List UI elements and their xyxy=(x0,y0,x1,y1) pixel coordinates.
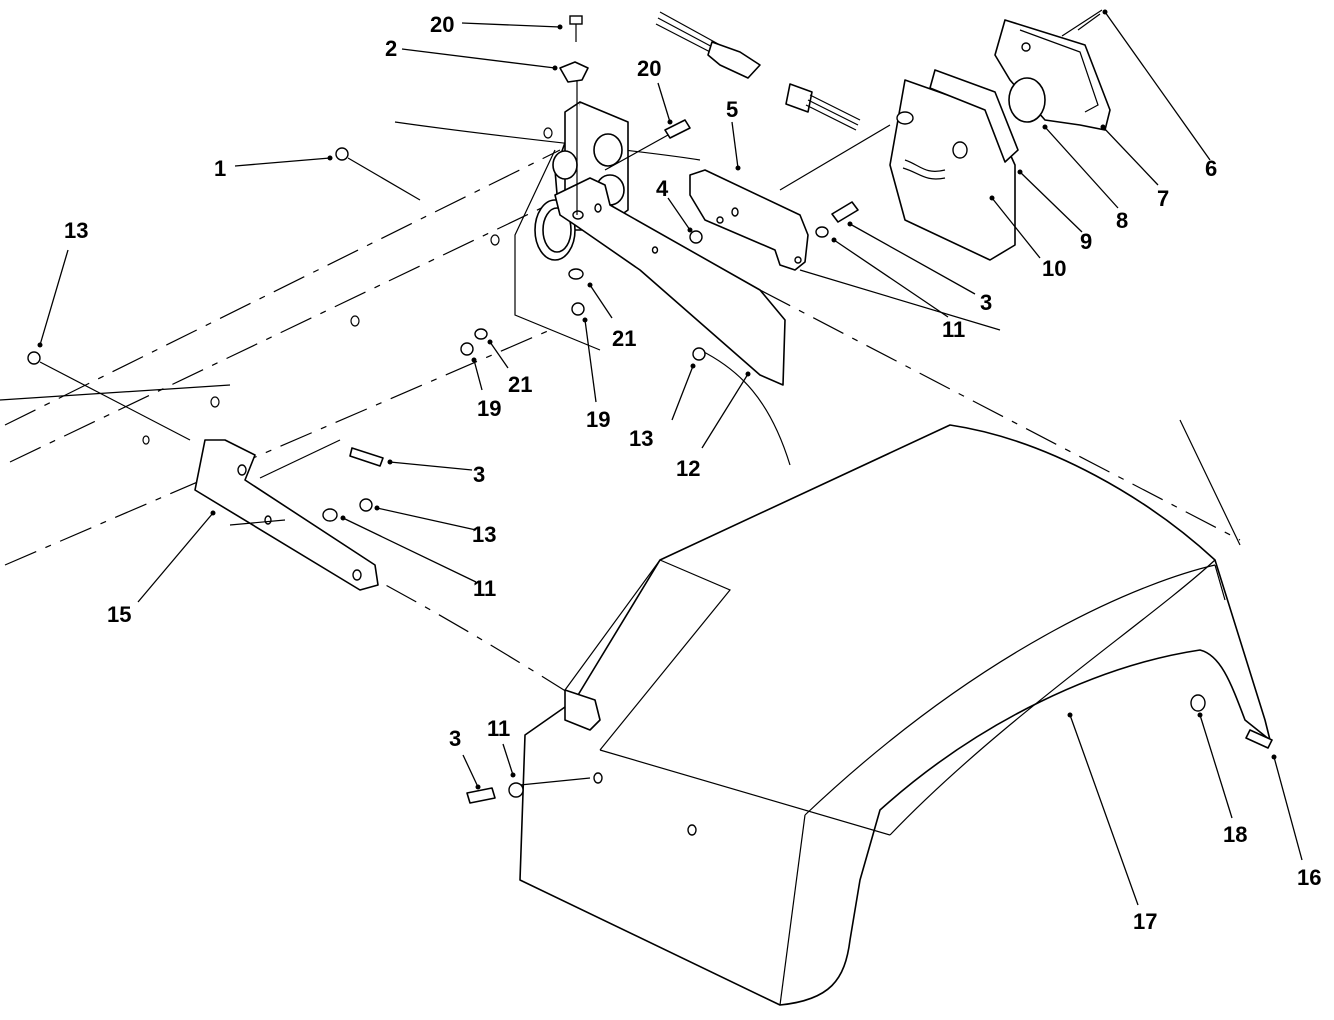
callout-4: 4 xyxy=(656,176,669,201)
callout-12: 12 xyxy=(676,456,701,481)
callout-13-middle: 13 xyxy=(629,426,654,451)
callout-8: 8 xyxy=(1116,208,1129,233)
callout-3-bottom: 3 xyxy=(449,726,462,751)
callout-13-left: 13 xyxy=(64,218,89,243)
callout-20-right: 20 xyxy=(637,56,662,81)
callout-2: 2 xyxy=(385,36,398,61)
callout-1: 1 xyxy=(214,156,227,181)
callout-11-bottom: 11 xyxy=(487,716,511,741)
callout-3-lower: 3 xyxy=(473,462,486,487)
leader-lines xyxy=(37,9,1303,906)
callout-19-left: 19 xyxy=(477,396,502,421)
center-lines xyxy=(4,149,1241,701)
callout-19-middle: 19 xyxy=(586,407,611,432)
callout-9: 9 xyxy=(1080,229,1093,254)
callout-11-upper: 11 xyxy=(942,317,966,342)
lower-bracket xyxy=(194,439,379,591)
callout-21-left: 21 xyxy=(508,372,533,397)
lamp-mount-bracket xyxy=(689,124,1001,331)
callout-10: 10 xyxy=(1042,256,1067,281)
callout-7: 7 xyxy=(1157,186,1170,211)
light-bracket xyxy=(554,177,786,386)
callout-20-top: 20 xyxy=(430,12,455,37)
callout-15: 15 xyxy=(107,602,132,627)
hardware xyxy=(27,13,1273,804)
callout-13-lower: 13 xyxy=(472,522,497,547)
callout-17: 17 xyxy=(1133,909,1158,934)
wire-harness xyxy=(655,11,861,131)
callout-11-lower: 11 xyxy=(473,576,497,601)
callout-21-middle: 21 xyxy=(612,326,637,351)
callout-5: 5 xyxy=(726,97,739,122)
callout-6: 6 xyxy=(1205,156,1218,181)
fender xyxy=(519,419,1271,1006)
tail-light-assembly xyxy=(889,9,1111,261)
callout-3-upper: 3 xyxy=(980,290,993,315)
callout-18: 18 xyxy=(1223,822,1248,847)
callout-16: 16 xyxy=(1297,865,1322,890)
